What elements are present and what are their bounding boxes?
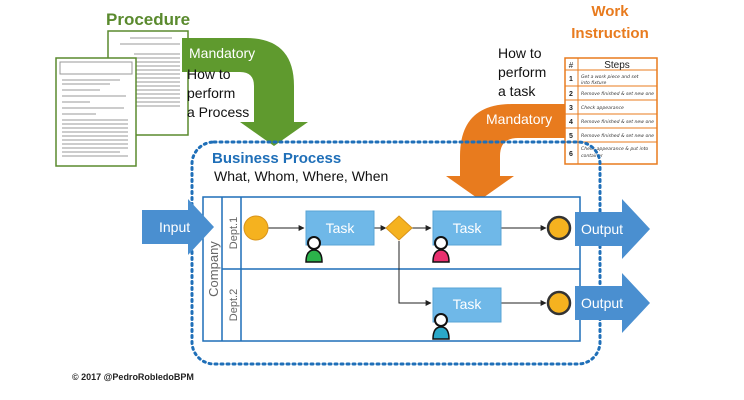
instruction-mandatory-label: Mandatory <box>486 111 552 127</box>
step-1-line-1: Get a work piece and set <box>581 74 639 80</box>
step-5-line-1: Remove finished & set new one <box>581 133 654 139</box>
procedure-text-line-2: perform <box>187 85 235 101</box>
step-6-number: 6 <box>569 151 573 158</box>
procedure-document-icon <box>55 30 189 167</box>
exclusive-gateway <box>385 215 413 241</box>
work-instruction-steps-table <box>564 57 658 165</box>
step-3-number: 3 <box>569 105 573 112</box>
task-2-label: Task <box>453 220 483 236</box>
business-process-subtitle: What, Whom, Where, When <box>214 168 388 184</box>
step-1-number: 1 <box>569 76 573 83</box>
procedure-title: Procedure <box>106 10 190 29</box>
input-label: Input <box>159 219 190 235</box>
instruction-mandatory-arrow <box>446 104 566 200</box>
output-arrow-lane-1 <box>575 199 650 259</box>
performer-pink-icon <box>432 236 450 263</box>
work-instruction-text-line-2: perform <box>498 64 546 80</box>
procedure-text-line-1: How to <box>187 66 231 82</box>
step-4-number: 4 <box>569 119 573 126</box>
work-instruction-text-line-1: How to <box>498 45 542 61</box>
performer-teal-icon <box>432 313 450 340</box>
procedure-text-line-3: a Process <box>187 104 249 120</box>
output-arrow-lane-2 <box>575 273 650 333</box>
start-event <box>243 215 269 241</box>
steps-header-label: Steps <box>604 60 630 71</box>
copyright-text: © 2017 @PedroRobledoBPM <box>72 372 194 382</box>
task-1-label: Task <box>326 220 356 236</box>
procedure-mandatory-arrow <box>182 38 308 146</box>
end-event-lane-1 <box>546 215 572 241</box>
lane-1-label: Dept.1 <box>228 217 240 249</box>
step-4-line-1: Remove finished & set new one <box>581 119 654 125</box>
work-instruction-title-line-2: Instruction <box>571 25 649 42</box>
steps-header-number: # <box>569 61 574 70</box>
task-3-label: Task <box>453 296 483 312</box>
step-6-line-2: container <box>581 153 604 159</box>
work-instruction-text-line-3: a task <box>498 83 536 99</box>
output-label-lane-2: Output <box>581 295 623 311</box>
step-2-line-1: Remove finished & set new one <box>581 91 654 97</box>
procedure-mandatory-label: Mandatory <box>189 45 255 61</box>
end-event-lane-2 <box>546 290 572 316</box>
output-label-lane-1: Output <box>581 221 623 237</box>
business-process-boundary <box>190 140 602 366</box>
performer-green-icon <box>305 236 323 263</box>
step-2-number: 2 <box>569 91 573 98</box>
business-process-title: Business Process <box>212 150 341 167</box>
step-3-line-1: Check appearance <box>581 105 624 111</box>
step-5-number: 5 <box>569 133 573 140</box>
pool-label: Company <box>206 241 221 297</box>
work-instruction-title-line-1: Work <box>591 3 629 20</box>
step-1-line-2: into fixture <box>581 80 607 86</box>
step-6-line-1: Check appearance & put into <box>581 146 648 152</box>
input-arrow <box>142 199 214 255</box>
lane-2-label: Dept.2 <box>228 289 240 321</box>
flow-gateway-to-task-3 <box>398 241 432 306</box>
